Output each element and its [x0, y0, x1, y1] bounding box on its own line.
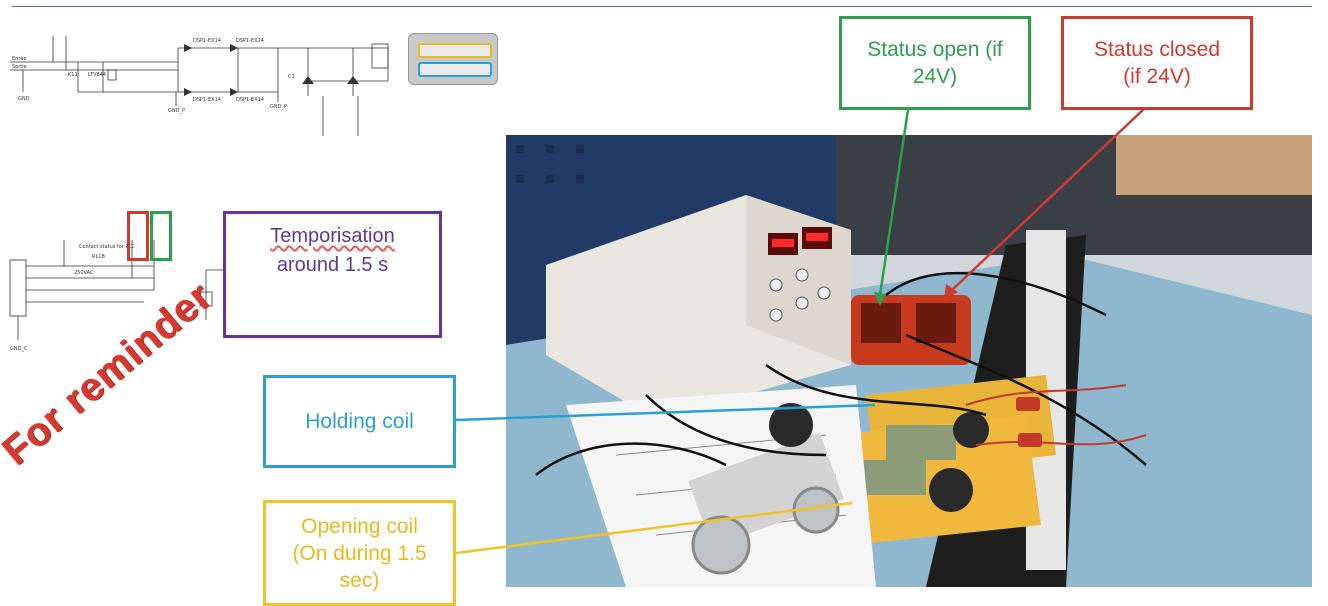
hold-coil-state: [418, 62, 492, 77]
svg-text:GND_P: GND_P: [270, 104, 287, 110]
temporisation-label: Temporisation around 1.5 s: [223, 211, 442, 338]
svg-text:C1: C1: [288, 74, 295, 80]
opening-coil-line3: sec): [339, 568, 380, 592]
status-closed-highlight: [127, 211, 149, 261]
status-closed-line1: Status closed: [1093, 38, 1221, 61]
top-rule: [12, 6, 1312, 7]
svg-text:Enrée: Enrée: [12, 55, 26, 62]
svg-text:DSP1-EX14: DSP1-EX14: [236, 38, 264, 44]
opening-coil-label: Opening coil (On during 1.5 sec): [263, 500, 456, 606]
opening-coil-state: [418, 43, 492, 58]
coil-state-block: [408, 33, 498, 85]
svg-text:K11: K11: [68, 72, 78, 78]
holding-coil-label: Holding coil: [263, 375, 456, 468]
opening-coil-line1: Opening coil: [301, 514, 418, 538]
svg-text:RL1B: RL1B: [92, 254, 105, 260]
status-open-label: Status open (if 24V): [839, 16, 1031, 110]
schematic-top: Enrée Sortie K11 LTV844 DSP1-EX14 DSP1-E…: [10, 36, 389, 136]
svg-text:DSP1-EX14: DSP1-EX14: [193, 97, 221, 103]
svg-text:Contact status for PLC: Contact status for PLC: [79, 244, 135, 250]
opening-coil-line2: (On during 1.5: [292, 541, 427, 565]
svg-text:Sortie: Sortie: [12, 64, 27, 70]
svg-text:LTV844: LTV844: [88, 72, 106, 78]
status-open-line1: Status open (if: [867, 38, 1003, 61]
svg-text:GND_P: GND_P: [168, 108, 185, 114]
temporisation-line2: around 1.5 s: [276, 254, 389, 276]
status-closed-label: Status closed (if 24V): [1061, 16, 1253, 110]
schematic-connector: Contact status for PLC RL1B 250VAC GND_C: [9, 240, 155, 352]
svg-text:GND_C: GND_C: [10, 346, 28, 352]
status-closed-line2: (if 24V): [1123, 65, 1191, 88]
status-open-highlight: [150, 211, 172, 261]
svg-text:250VAC: 250VAC: [74, 270, 94, 276]
svg-text:DSP1-EX14: DSP1-EX14: [193, 38, 221, 44]
test-bench-photo: [506, 135, 1312, 587]
holding-coil-text: Holding coil: [305, 410, 414, 433]
svg-text:GND: GND: [18, 96, 30, 102]
svg-text:DSP1-EX14: DSP1-EX14: [236, 97, 264, 103]
temporisation-line1: Temporisation: [270, 225, 395, 247]
status-open-line2: 24V): [912, 65, 958, 88]
